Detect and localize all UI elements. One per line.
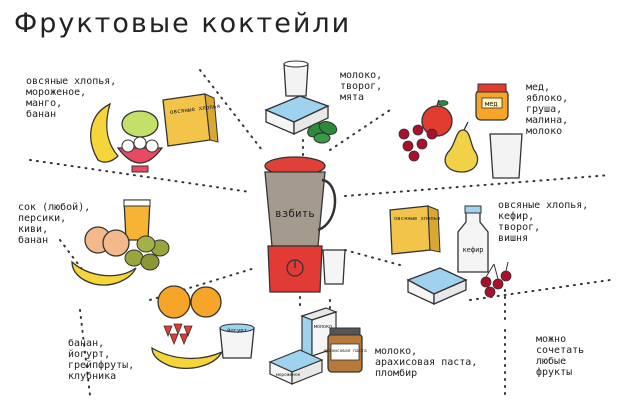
oats-box-icon: овсяные хлопья [162,93,221,147]
peaches-icon [84,226,130,257]
glass-icon [322,249,346,285]
recipe-3-label: мед, яблоко, груша, малина, молоко [526,82,569,137]
mint-leaves-icon [307,121,338,144]
milk-glass-icon [489,133,523,179]
milk-glass-icon [283,60,309,97]
ice-cream-pack-label: мороженое [276,373,301,378]
honey-jar-label: мед [485,100,498,108]
apple-icon [421,99,453,137]
recipe-2-label: молоко, творог, мята [340,70,383,103]
strawberries-icon [163,323,193,346]
cottage-cheese-pack-icon [264,95,330,136]
raspberries-icon [398,124,438,162]
cottage-cheese-pack-icon [406,267,468,306]
recipe-1-label: овсяные хлопья, мороженое, манго, банан [26,76,117,120]
yogurt-cup-icon: йогурт [219,323,255,359]
recipe-7-label: молоко, арахисовая паста, пломбир [375,346,478,379]
oats-box-icon: овсяные хлопья [389,205,441,255]
mango-icon [121,110,159,138]
ice-cream-bowl-icon [116,136,164,173]
banana-icon [90,102,119,163]
milk-carton-label: молоко [314,324,332,330]
ice-cream-pack-icon: мороженое [268,349,324,385]
grapefruit-icon [157,285,222,319]
recipe-8-label: можно сочетать любые фрукты [536,334,585,378]
yogurt-label: йогурт [227,328,247,334]
honey-jar-icon: мед [475,83,509,121]
blender-icon: взбить [264,156,337,293]
recipe-5-label: овсяные хлопья, кефир, творог, вишня [498,200,589,244]
blender-label: взбить [275,207,315,220]
kefir-bottle-icon: кефир [457,205,489,273]
peanut-butter-label: арахисовая паста [323,349,367,354]
cherries-icon [480,261,512,298]
pear-icon [444,121,479,173]
kefir-label: кефир [462,246,483,254]
peanut-butter-jar-icon: арахисовая паста [323,327,367,373]
juice-glass-icon [123,199,151,241]
recipe-6-label: банан, йогурт, грейпфруты, клубника [68,338,135,382]
banana-icon [71,260,137,286]
banana-icon [151,346,224,369]
kiwi-icon [124,235,170,271]
recipe-4-label: сок (любой), персики, киви, банан [18,202,91,246]
page-title: Фруктовые коктейли [14,8,352,39]
oats-box-label: овсяные хлопья [394,216,440,222]
